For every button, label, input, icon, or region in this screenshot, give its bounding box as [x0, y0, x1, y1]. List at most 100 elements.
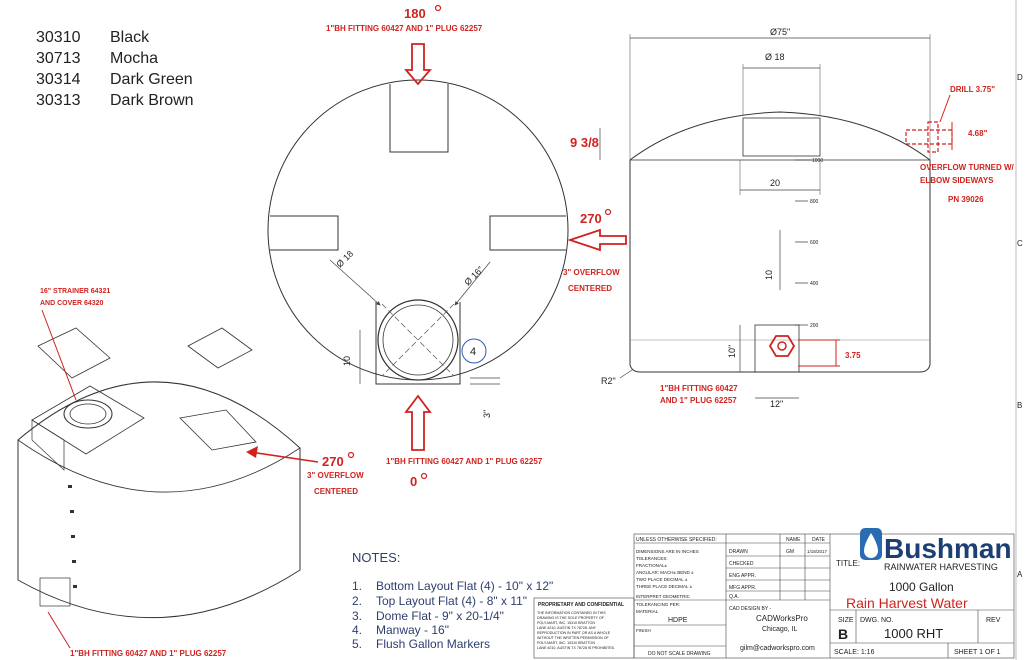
dim-3: 3"	[482, 410, 492, 418]
dim-375: 3.75	[845, 351, 861, 360]
dia-75-label: Ø75"	[770, 27, 790, 37]
color-name: Mocha	[110, 50, 158, 67]
title-block	[533, 533, 1015, 659]
dim-12: 12"	[770, 399, 783, 409]
tb-product-sub: Rain Harvest Water	[846, 595, 968, 611]
fitting-hex	[768, 335, 796, 357]
note-number: 2.	[352, 594, 362, 608]
center-line	[381, 303, 455, 377]
tb-name-hdr: NAME	[786, 537, 801, 543]
tb-tol: TOLERANCES:	[636, 556, 668, 561]
angle-180-label: 180	[404, 6, 426, 21]
dim-10: 10"	[727, 345, 737, 358]
tb-drawn-date: 1/18/2017	[807, 549, 828, 554]
tb-cad-by: CAD DESIGN BY -	[729, 606, 771, 612]
tb-dims: DIMENSIONS ARE IN INCHES	[636, 549, 699, 554]
tb-dwg-label: DWG. NO.	[860, 617, 893, 624]
color-name: Dark Green	[110, 71, 193, 88]
tank-dome	[629, 111, 931, 161]
tb-qa: Q.A.	[729, 594, 739, 600]
note-number: 4.	[352, 623, 362, 637]
top-flat-iso	[179, 409, 257, 451]
overflow-label: 3" OVERFLOW	[563, 268, 620, 277]
note-text: Flush Gallon Markers	[376, 637, 490, 651]
iso-fitting-label: 1"BH FITTING 60427 AND 1" PLUG 62257	[70, 649, 227, 658]
dim-20-14: 20	[770, 178, 780, 188]
strainer-leader	[41, 309, 77, 401]
tb-unless: UNLESS OTHERWISE SPECIFIED:	[636, 537, 717, 543]
tb-prop-line: DRAWING IS THE SOLE PROPERTY OF	[537, 616, 605, 620]
tb-cad-city: Chicago, IL	[762, 626, 798, 633]
degree-symbol	[347, 451, 355, 459]
tb-cad-name: CADWorksPro	[756, 614, 808, 623]
color-name: Dark Brown	[110, 92, 194, 109]
tb-title-label: TITLE:	[836, 559, 860, 568]
tb-prop-line: LANE #210, AUSTIN TX 78728 IS PROHIBITED…	[537, 646, 615, 650]
tb-prop-line: WITHOUT THE WRITTEN PERMISSION OF	[537, 636, 610, 640]
right-flat-270	[489, 215, 566, 251]
drill-label: DRILL 3.75"	[950, 85, 995, 94]
tb-finish: FINISH	[636, 628, 651, 633]
gallon-800: 800	[810, 199, 819, 205]
dim-18-5: Ø 18	[334, 249, 355, 270]
iso-centered: CENTERED	[314, 487, 358, 496]
tb-angular: ANGULAR: MACH± BEND ±	[636, 570, 694, 575]
overflow-elbow	[927, 121, 939, 153]
angle-0-label: 0	[410, 474, 417, 489]
tb-brand-sub: RAINWATER HARVESTING	[884, 562, 998, 572]
tb-date-hdr: DATE	[812, 537, 826, 543]
tb-drawn-name: GM	[786, 549, 794, 555]
tank-outline-iso	[17, 381, 301, 619]
gallon-400: 400	[810, 281, 819, 287]
fitting-bottom-label: 1"BH FITTING 60427 AND 1" PLUG 62257	[386, 457, 543, 466]
zone-label-c: C	[1017, 239, 1023, 248]
tb-product: 1000 Gallon	[889, 580, 954, 594]
strainer-ring	[63, 399, 113, 429]
side-fitting-1: 1"BH FITTING 60427	[660, 384, 738, 393]
top-flat-iso	[37, 327, 111, 379]
iso-view: 16" STRAINER 64321 AND COVER 64320 270 3…	[17, 288, 364, 658]
tb-cad-email: gilm@cadworkspro.com	[740, 645, 815, 652]
tb-prop-title: PROPRIETARY AND CONFIDENTIAL	[538, 602, 624, 608]
strainer-inner	[69, 403, 107, 425]
color-code: 30313	[36, 92, 81, 109]
centered-label: CENTERED	[568, 284, 612, 293]
tb-two: TWO PLACE DECIMAL ±	[636, 577, 688, 582]
proprietary-box	[533, 597, 635, 659]
manway-circle	[377, 299, 459, 381]
zone-label-b: B	[1017, 401, 1022, 410]
tank-base	[629, 364, 931, 373]
part-number: PN 39026	[948, 195, 984, 204]
left-flat	[270, 215, 339, 251]
tb-material-label: MATERIAL	[636, 609, 659, 614]
tb-size-label: SIZE	[838, 617, 854, 624]
zone-label-d: D	[1017, 73, 1023, 82]
gallon-marker	[73, 585, 77, 588]
dim-10-78: 10	[342, 356, 352, 366]
tb-frac: FRACTIONAL±	[636, 563, 668, 568]
side-fitting-2: AND 1" PLUG 62257	[660, 396, 737, 405]
tb-prop-line: REPRODUCTION IN PART OR AS A WHOLE	[537, 631, 611, 635]
top-flat-iso	[187, 327, 253, 369]
tb-prop-line: POLY-MART, INC. 15310 BRATTON	[537, 641, 595, 645]
tb-prop-line: POLY-MART, INC. 15310 BRATTON	[537, 621, 595, 625]
side-view: Ø75" Ø 18 1000 800 600 400 200 20 10 9 3	[570, 27, 1015, 409]
tb-rev-label: REV	[986, 617, 1001, 624]
tb-material: HDPE	[668, 617, 688, 624]
tb-scale: SCALE: 1:16	[834, 649, 875, 656]
note-number: 1.	[352, 579, 362, 593]
iso-angle-270: 270	[322, 454, 344, 469]
manway-flat	[375, 302, 461, 385]
dim-leader	[329, 259, 381, 306]
water-drop-icon	[864, 533, 878, 558]
dim-938: 9 3/8	[570, 135, 599, 150]
note-number: 5.	[352, 637, 362, 651]
dim-leader	[454, 261, 491, 306]
manway-profile	[742, 117, 821, 157]
color-code: 30713	[36, 50, 81, 67]
strainer-label-1: 16" STRAINER 64321	[40, 288, 110, 295]
note-text: Dome Flat - 9" x 20-1/4"	[376, 609, 504, 623]
iso-overflow: 3" OVERFLOW	[307, 471, 364, 480]
notes: NOTES: 1. Bottom Layout Flat (4) - 10" x…	[352, 550, 553, 651]
title-block-text: UNLESS OTHERWISE SPECIFIED: NAME DATE DI…	[537, 528, 1012, 657]
